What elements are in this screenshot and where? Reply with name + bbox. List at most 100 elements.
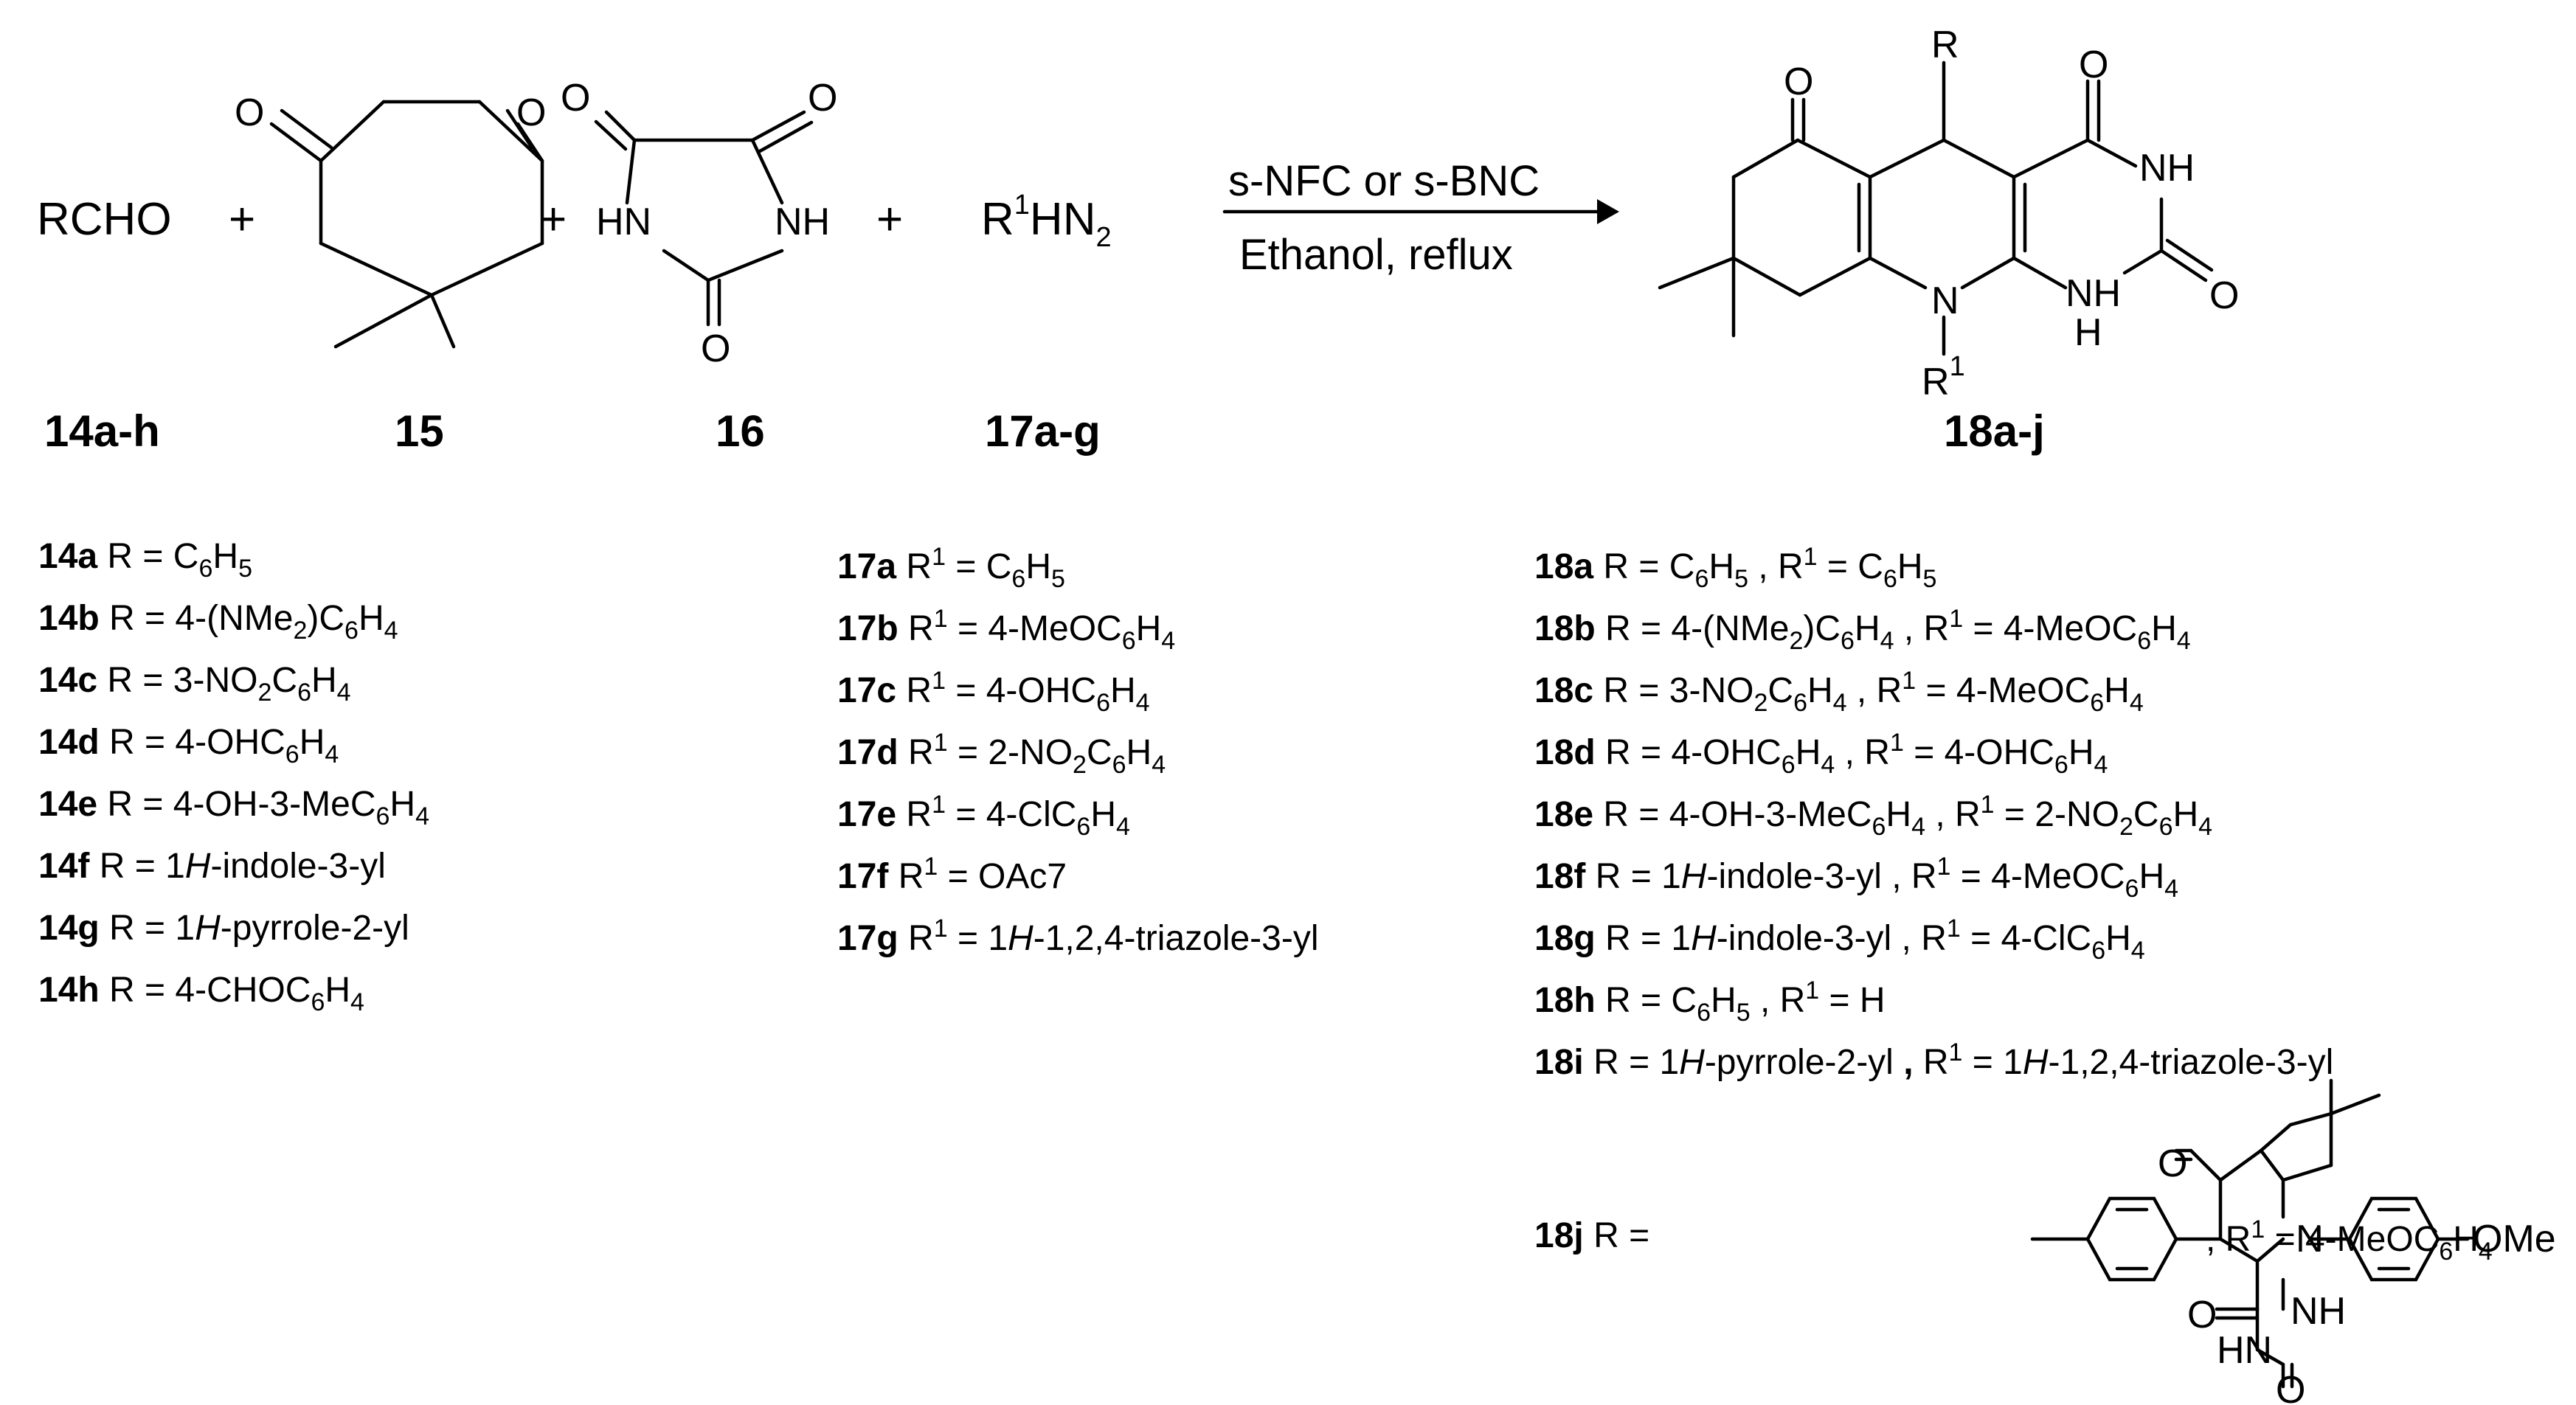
hn-group: HN [2217, 1329, 2272, 1372]
substituent-definition: R = 1H-indole-3-yl , R1 = 4-ClC6H4 [1595, 915, 2145, 965]
compound-id: 18f [1534, 857, 1586, 896]
substituent-definition: R1 = 4-ClC6H4 [896, 791, 1130, 841]
oxygen-atom: O [2158, 1142, 2187, 1185]
substituent-definition: R = C6H5 , R1 = C6H5 [1593, 543, 1937, 593]
substituent-definition: R = 1H-indole-3-yl , R1 = 4-MeOC6H4 [1585, 853, 2179, 903]
product-structure: O R O NH N NH H O R1 [1658, 24, 2239, 403]
condition-catalyst: s-NFC or s-BNC [1228, 157, 1540, 205]
list-item-14a: 14a R = C6H5 [38, 526, 429, 588]
list-item-18e: 18e R = 4-OH-3-MeC6H4 , R1 = 2-NO2C6H4 [1534, 774, 2333, 841]
substituent-definition: R = 4-(NMe2)C6H4 [99, 599, 398, 645]
compound-label-15: 15 [395, 406, 444, 456]
amine-formula: R1HN2 [981, 190, 1112, 253]
list-item-17a: 17a R1 = C6H5 [837, 526, 1319, 593]
compound-id: 18i [1534, 1043, 1584, 1082]
oxygen-atom: O [561, 77, 590, 119]
dimedone-structure: O O [235, 91, 546, 349]
oxygen-atom: O [1784, 60, 1813, 103]
list-item-14e: 14e R = 4-OH-3-MeC6H4 [38, 774, 429, 836]
substituent-definition: R1 = OAc7 [888, 853, 1067, 896]
compound-id: 17e [837, 795, 897, 834]
compound-id: 14b [38, 599, 100, 638]
substituent-definition: R = 4-OH-3-MeC6H4 [97, 785, 429, 830]
hydrogen-atom: H [2074, 311, 2102, 354]
reaction-arrow [1222, 199, 1619, 224]
oxygen-atom: O [516, 91, 546, 134]
substituent-18j-structure: O N OMe O NH HN O [2030, 1078, 2556, 1405]
compound-id: 17f [837, 857, 889, 896]
list-item-18d: 18d R = 4-OHC6H4 , R1 = 4-OHC6H4 [1534, 712, 2333, 779]
compound-id: 18a [1534, 547, 1594, 586]
substituent-definition: R = 1H-pyrrole-2-yl , R1 = 1H-1,2,4-tria… [1583, 1038, 2334, 1082]
list-item-14f: 14f R = 1H-indole-3-yl [38, 836, 429, 898]
substituent-definition: R = C6H5 [97, 537, 252, 583]
list-item-14d: 14d R = 4-OHC6H4 [38, 712, 429, 774]
substituent-definition: R1 = C6H5 [896, 543, 1065, 593]
compound-label-16: 16 [716, 406, 765, 456]
substituent-definition: R = 1H-indole-3-yl [89, 847, 386, 886]
compound-id: 18j [1534, 1216, 1584, 1255]
list-item-18f: 18f R = 1H-indole-3-yl , R1 = 4-MeOC6H4 [1534, 836, 2333, 903]
list-item-18c: 18c R = 3-NO2C6H4 , R1 = 4-MeOC6H4 [1534, 650, 2333, 717]
plus-sign: + [876, 194, 903, 245]
compound-id: 14e [38, 785, 98, 824]
list-item-14g: 14g R = 1H-pyrrole-2-yl [38, 898, 429, 960]
nh-group: NH [2139, 147, 2195, 190]
substituent-definition: R1 = 2-NO2C6H4 [898, 729, 1166, 779]
plus-sign: + [540, 194, 567, 245]
compound-id: 14d [38, 723, 100, 762]
aldehyde-formula: RCHO [37, 194, 172, 245]
substituent-definition: R = 3-NO2C6H4 , R1 = 4-MeOC6H4 [1593, 667, 2144, 717]
nh-group: NH [2066, 272, 2121, 315]
substituent-definition: R = 4-OHC6H4 [99, 723, 339, 769]
list-item-18i: 18i R = 1H-pyrrole-2-yl , R1 = 1H-1,2,4-… [1534, 1021, 2333, 1083]
compound-label-17: 17a-g [985, 406, 1101, 456]
hn-group: HN [596, 201, 651, 243]
compound-id: 14h [38, 971, 100, 1010]
methoxy-group: OMe [2473, 1218, 2556, 1260]
list-item-17c: 17c R1 = 4-OHC6H4 [837, 650, 1319, 717]
list-item-14c: 14c R = 3-NO2C6H4 [38, 650, 429, 712]
r1-group-label: R1 [1922, 351, 1965, 403]
list-item-17f: 17f R1 = OAc7 [837, 836, 1319, 898]
oxygen-atom: O [235, 91, 264, 134]
substituent-definition: R1 = 4-OHC6H4 [896, 667, 1150, 717]
list-item-17d: 17d R1 = 2-NO2C6H4 [837, 712, 1319, 779]
compound-label-18: 18a-j [1944, 406, 2045, 456]
oxygen-atom: O [808, 77, 837, 119]
oxygen-atom: O [2209, 274, 2239, 317]
list-item-18h: 18h R = C6H5 , R1 = H [1534, 960, 2333, 1027]
compound-id: 17g [837, 919, 899, 958]
r-prefix: R = [1593, 1216, 1650, 1255]
list-item-17g: 17g R1 = 1H-1,2,4-triazole-3-yl [837, 898, 1319, 960]
compound-id: 17c [837, 671, 897, 710]
substituent-definition: R1 = 4-MeOC6H4 [898, 605, 1176, 655]
list-item-14b: 14b R = 4-(NMe2)C6H4 [38, 588, 429, 650]
compound-id: 17b [837, 609, 899, 648]
substituent-definition: R1 = 1H-1,2,4-triazole-3-yl [898, 915, 1319, 958]
substituent-definition: R = 1H-pyrrole-2-yl [99, 909, 409, 948]
substituent-definition: R = 4-CHOC6H4 [99, 971, 364, 1016]
r-group-label: R [1931, 24, 1959, 66]
nitrogen-atom: N [1931, 280, 1959, 322]
substituent-definition: R = C6H5 , R1 = H [1595, 976, 1886, 1027]
compound-id: 17d [837, 733, 899, 772]
list-item-14h: 14h R = 4-CHOC6H4 [38, 960, 429, 1021]
compound-id: 18g [1534, 919, 1596, 958]
list-item-18j: 18j R = [1534, 1215, 1649, 1256]
compound-id: 14f [38, 847, 90, 886]
compound-id: 18b [1534, 609, 1596, 648]
oxygen-atom: O [2079, 44, 2108, 86]
nitrogen-atom: N [2296, 1218, 2324, 1260]
oxygen-atom: O [2187, 1294, 2217, 1336]
list-item-17b: 17b R1 = 4-MeOC6H4 [837, 588, 1319, 655]
list-item-18b: 18b R = 4-(NMe2)C6H4 , R1 = 4-MeOC6H4 [1534, 588, 2333, 655]
compound-id: 18e [1534, 795, 1594, 834]
compound-label-14: 14a-h [44, 406, 160, 456]
list-item-18a: 18a R = C6H5 , R1 = C6H5 [1534, 526, 2333, 593]
barbituric-acid-structure: O O HN NH O [561, 77, 837, 370]
